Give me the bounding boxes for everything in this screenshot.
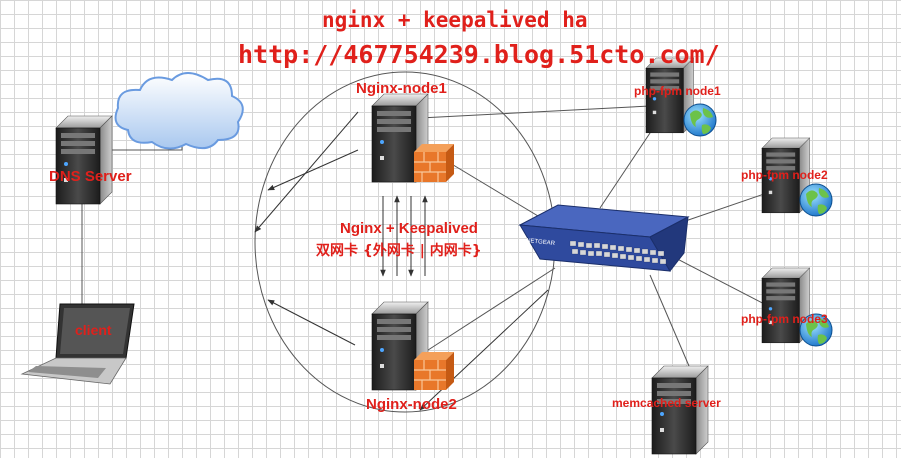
client-label: client <box>75 322 112 338</box>
center-label-line1: Nginx + Keepalived <box>340 220 478 237</box>
php-node2-label: php-fpm node2 <box>741 168 828 182</box>
php-node3-label: php-fpm node3 <box>741 312 828 326</box>
nginx-node1-firewall-icon <box>413 143 455 183</box>
nginx-node1-label: Nginx-node1 <box>356 80 447 97</box>
php-node2-globe-icon <box>799 183 833 217</box>
diagram-title: nginx + keepalived ha <box>322 8 588 32</box>
switch-brand-label: NETGEAR <box>526 238 556 247</box>
nginx1-php1-link <box>419 105 651 119</box>
nginx-node2-label: Nginx-node2 <box>366 396 457 413</box>
laptop-client-icon <box>20 303 135 385</box>
php-node1-globe-icon <box>683 103 717 137</box>
memcached-server-icon <box>651 365 709 455</box>
memcached-label: memcached server <box>612 396 721 410</box>
switch-memcached-link <box>649 274 696 381</box>
dns-server-icon <box>55 115 113 205</box>
internet-cloud-icon <box>114 72 244 150</box>
nginx-node2-firewall-icon <box>413 351 455 391</box>
blog-url: http://467754239.blog.51cto.com/ <box>238 40 720 69</box>
nginx2-switch-link <box>424 267 556 353</box>
php-node1-label: php-fpm node1 <box>634 84 721 98</box>
dns-server-label: DNS Server <box>49 168 132 185</box>
center-label-line2: 双网卡 {外网卡 | 内网卡} <box>316 243 482 259</box>
network-switch-icon: NETGEAR <box>518 204 690 272</box>
